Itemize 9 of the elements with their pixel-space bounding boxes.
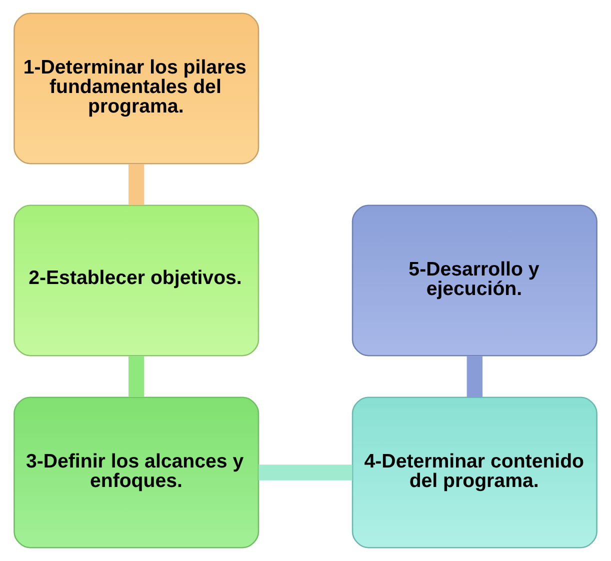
connector — [128, 356, 144, 398]
node-box: 1-Determinar los pilares fundamentales del programa. — [14, 12, 260, 164]
node-box: 5-Desarrollo y ejecución. — [352, 204, 598, 356]
connector — [128, 164, 144, 206]
connector — [466, 356, 482, 398]
connector — [258, 464, 352, 480]
node-box: 2-Establecer objetivos. — [14, 204, 260, 356]
node-box: 3-Definir los alcances y enfoques. — [14, 396, 260, 548]
node-box: 4-Determinar contenido del programa. — [352, 396, 598, 548]
